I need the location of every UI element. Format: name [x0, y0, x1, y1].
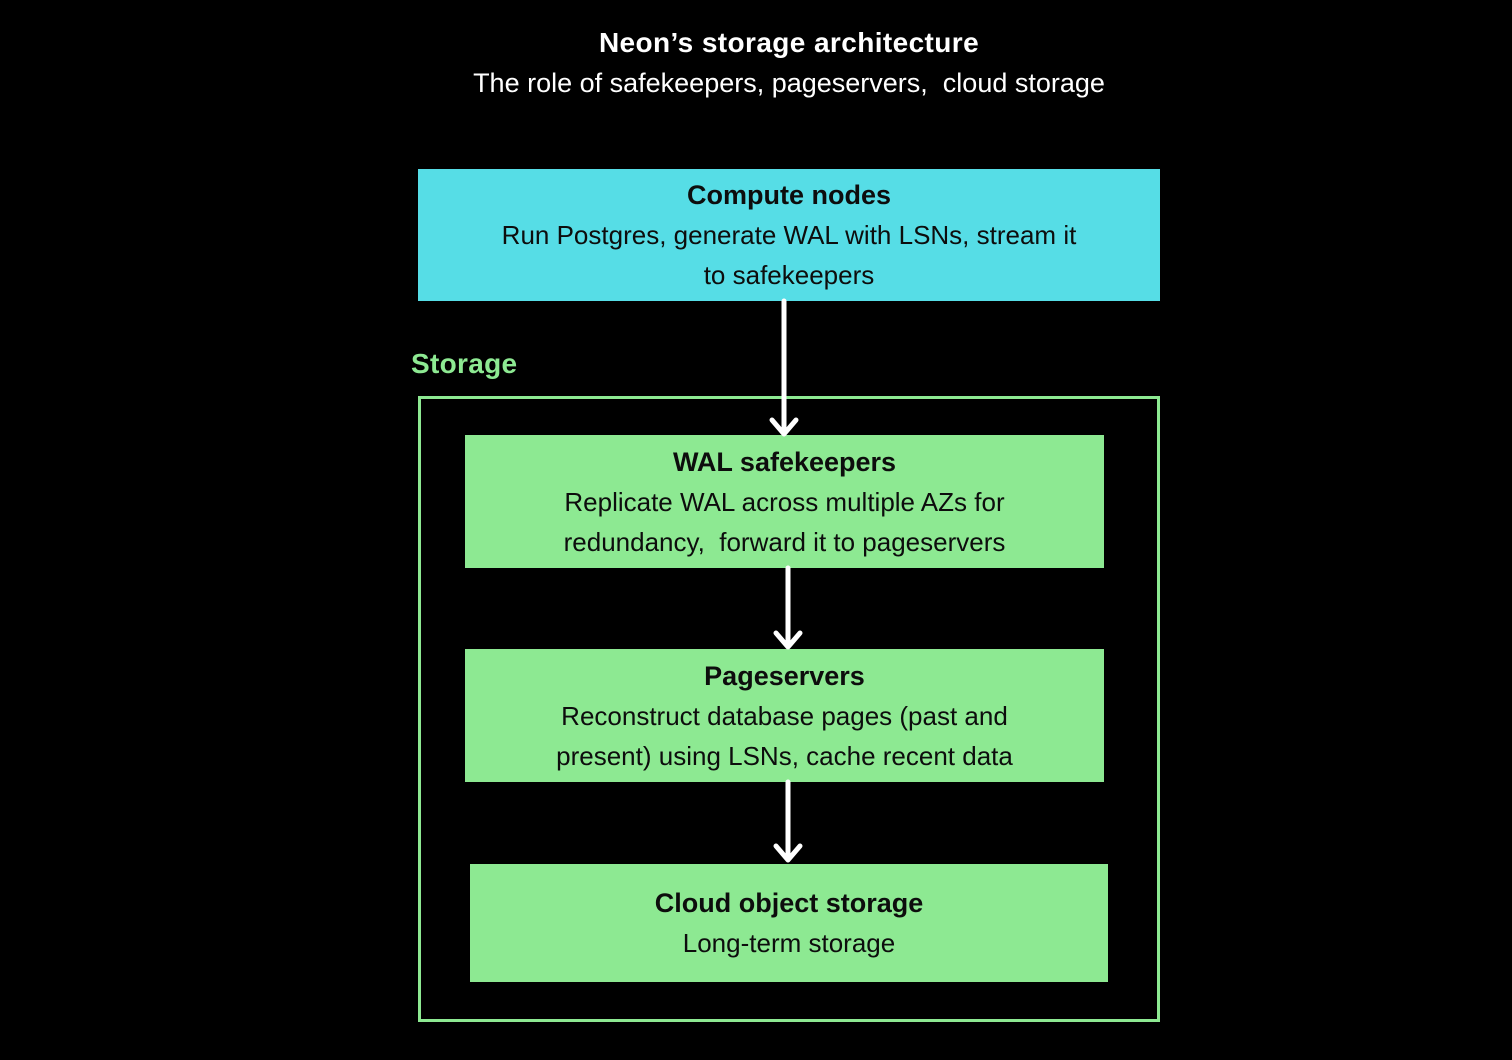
pageservers-box: Pageservers Reconstruct database pages (…	[465, 649, 1104, 782]
page-subtitle: The role of safekeepers, pageservers, cl…	[473, 68, 1105, 98]
storage-group-outline	[418, 396, 1160, 1022]
compute-nodes-box: Compute nodes Run Postgres, generate WAL…	[418, 169, 1160, 301]
wal-safekeepers-box: WAL safekeepers Replicate WAL across mul…	[465, 435, 1104, 568]
pageservers-title: Pageservers	[704, 660, 865, 691]
storage-group-label: Storage	[411, 348, 518, 379]
pageservers-description: Reconstruct database pages (past and pre…	[556, 700, 1013, 771]
wal-safekeepers-description: Replicate WAL across multiple AZs for re…	[563, 486, 1006, 557]
cloud-object-storage-description: Long-term storage	[682, 928, 896, 958]
compute-nodes-description: Run Postgres, generate WAL with LSNs, st…	[501, 220, 1077, 290]
compute-nodes-title: Compute nodes	[686, 180, 891, 210]
page-title: Neon’s storage architecture	[598, 27, 980, 58]
diagram-header: Neon’s storage architecture The role of …	[418, 26, 1160, 99]
cloud-object-storage-box: Cloud object storage Long-term storage	[470, 864, 1108, 982]
cloud-object-storage-title: Cloud object storage	[654, 888, 924, 918]
wal-safekeepers-title: WAL safekeepers	[672, 446, 897, 477]
